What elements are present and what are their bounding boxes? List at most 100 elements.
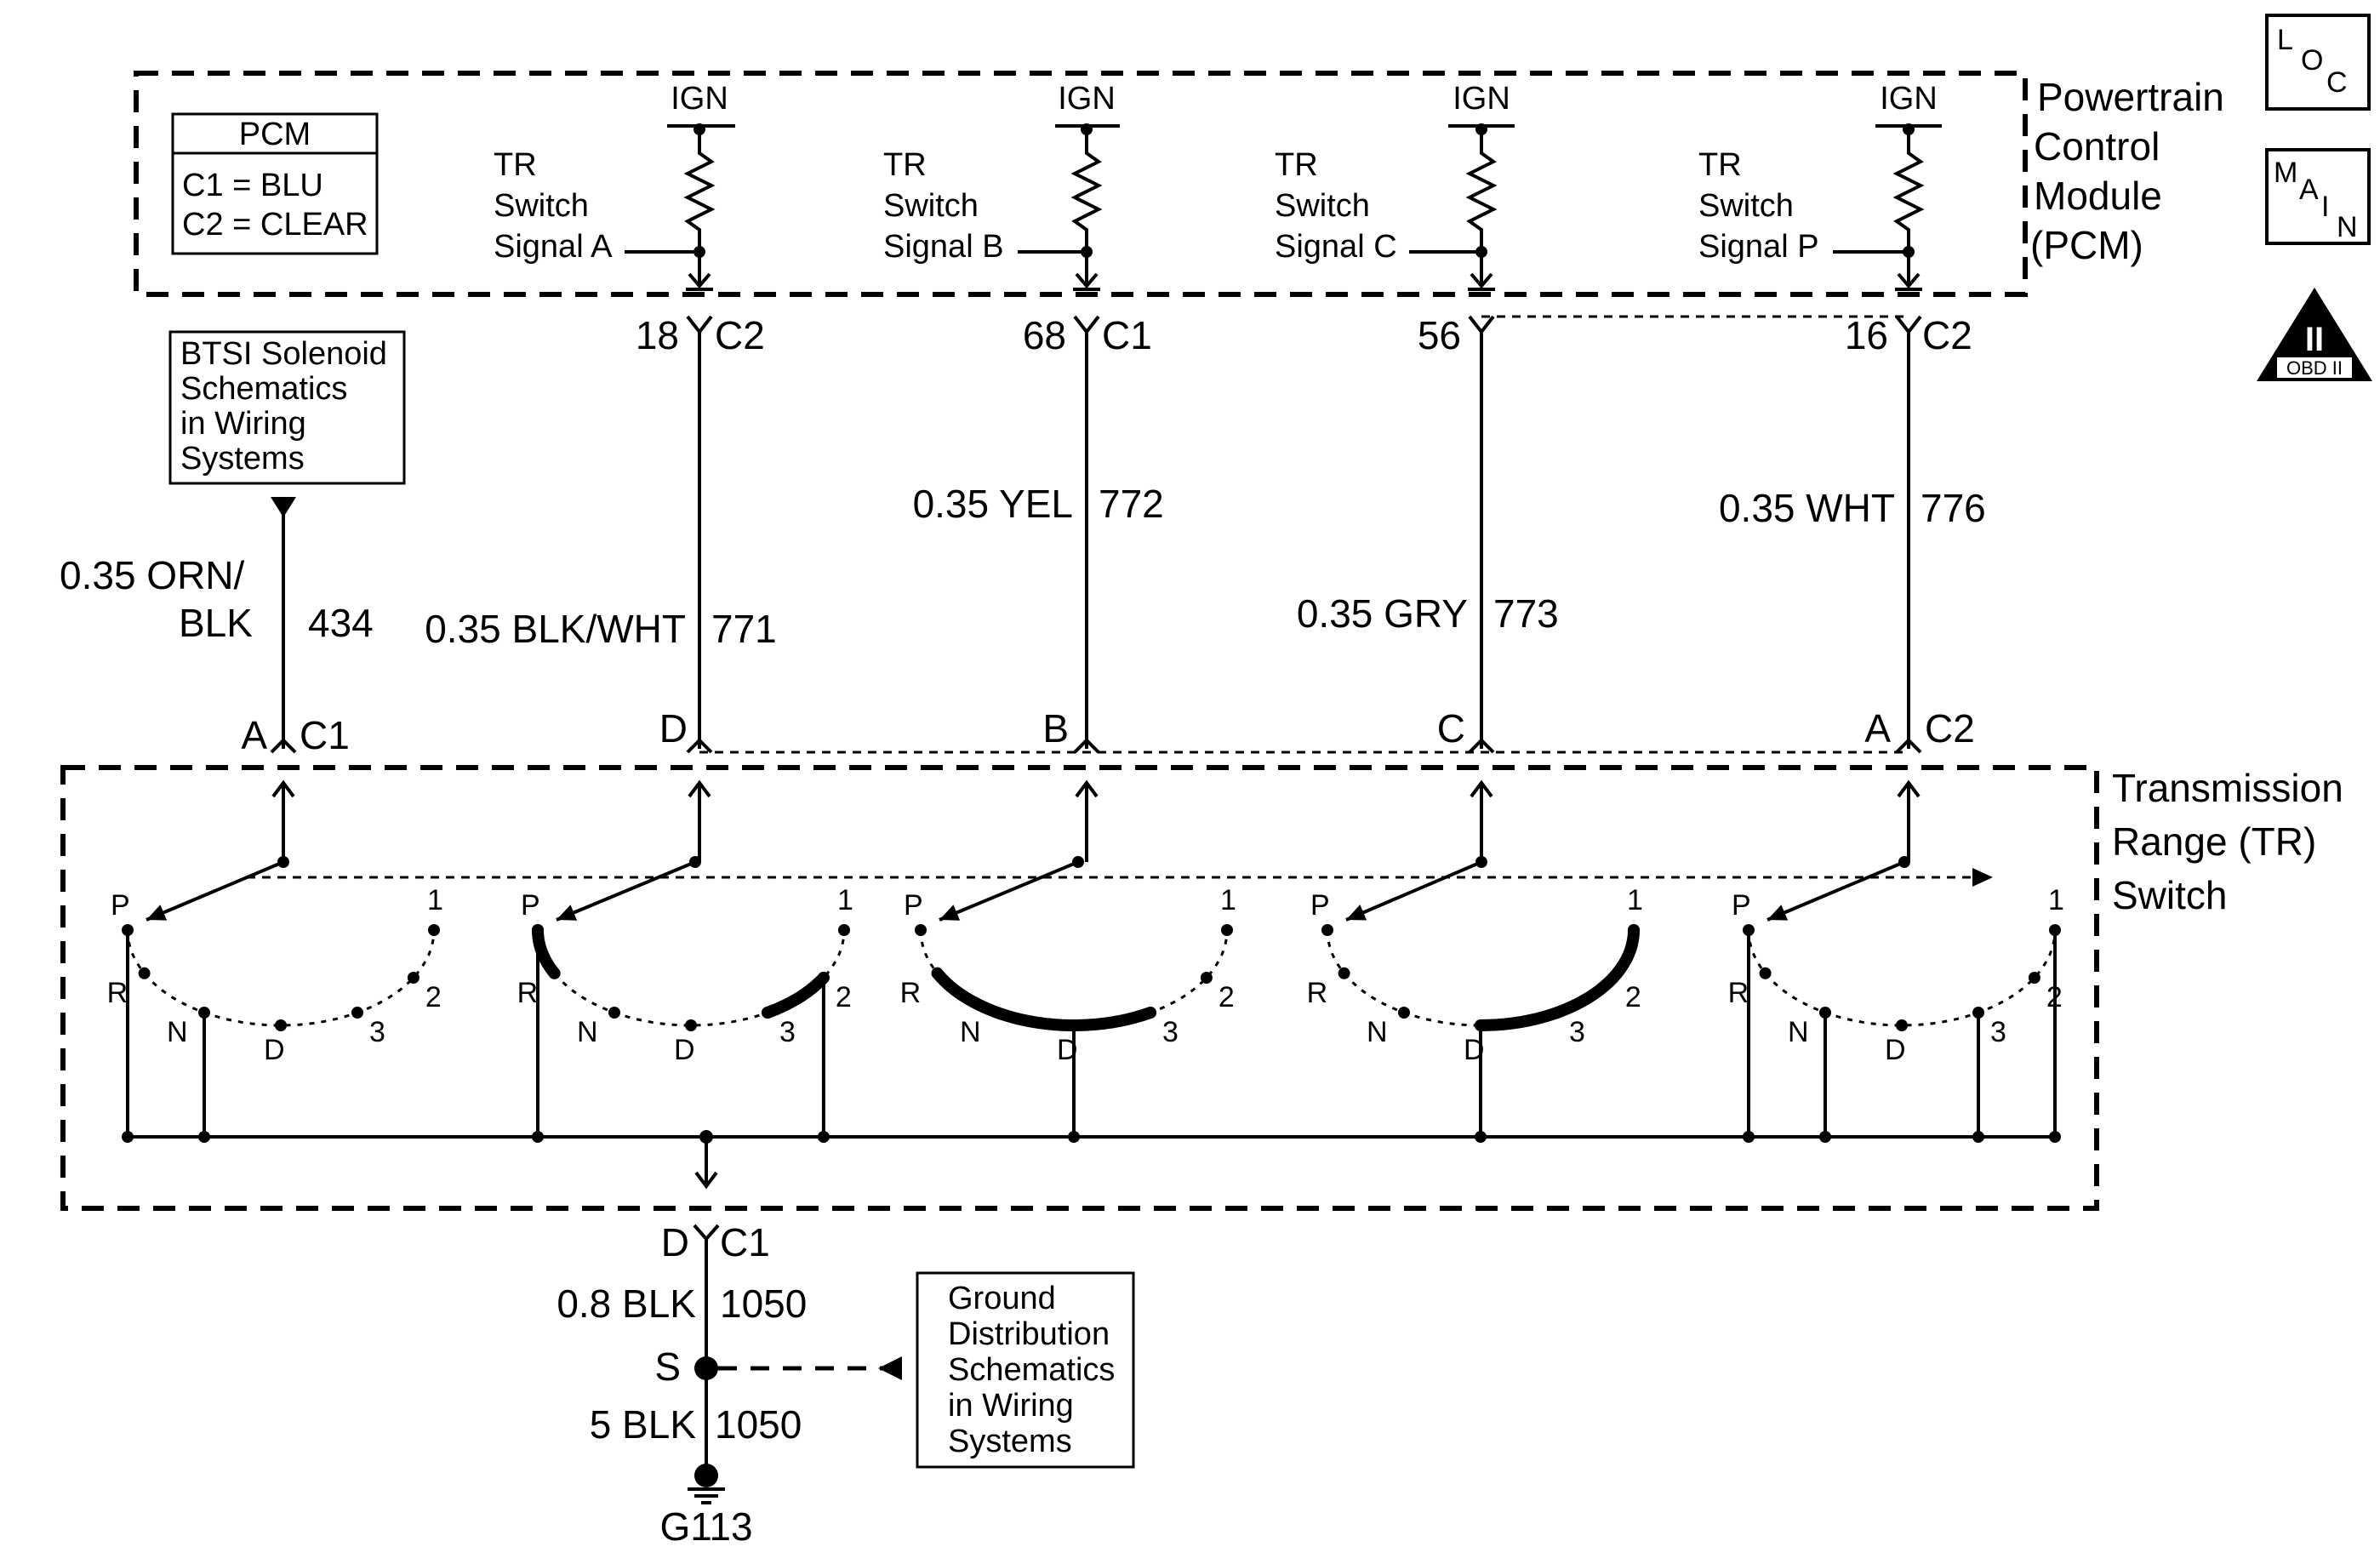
svg-text:1050: 1050: [715, 1402, 802, 1447]
svg-text:18: 18: [636, 313, 679, 357]
svg-text:434: 434: [308, 601, 374, 645]
svg-text:C1: C1: [300, 713, 350, 757]
position-label-3: 3: [779, 1016, 796, 1048]
detent-dot: [548, 967, 561, 979]
svg-text:Signal B: Signal B: [883, 229, 1004, 265]
detent-dot: [1551, 1007, 1563, 1019]
svg-text:Control: Control: [2034, 124, 2160, 168]
detent-dot: [428, 924, 440, 936]
detent-dot: [1221, 924, 1233, 936]
svg-text:in Wiring: in Wiring: [180, 406, 306, 442]
svg-text:S: S: [654, 1344, 681, 1389]
position-label-1: 1: [837, 884, 853, 916]
detent-dot: [351, 1007, 363, 1019]
svg-text:BLK: BLK: [179, 601, 253, 645]
svg-text:C1: C1: [1102, 313, 1152, 357]
pullup-resistor-a: [625, 123, 735, 291]
mechanical-linkage: [247, 868, 1993, 887]
position-label-2: 2: [425, 981, 442, 1013]
detent-dot: [1144, 1007, 1156, 1019]
closed-contact: [762, 972, 830, 1019]
signal-b-group: TR Switch Signal B IGN: [883, 81, 1116, 265]
detent-dot: [138, 967, 151, 979]
signal-c-group: TR Switch Signal C IGN: [1275, 81, 1510, 265]
svg-text:68: 68: [1023, 313, 1066, 357]
position-label-R: R: [1307, 977, 1328, 1009]
detent-dot: [1628, 924, 1640, 936]
position-label-R: R: [517, 977, 539, 1009]
ign-label: IGN: [671, 81, 728, 117]
wire-labels: 0.35 BLK/WHT 771 0.35 YEL 772 0.35 GRY 7…: [60, 482, 1986, 651]
svg-text:0.35 ORN/: 0.35 ORN/: [60, 553, 245, 597]
svg-text:TR: TR: [1275, 147, 1318, 183]
svg-text:A: A: [241, 713, 267, 757]
svg-text:Switch: Switch: [1275, 188, 1370, 224]
position-label-N: N: [1367, 1016, 1388, 1048]
pcm-legend-c2: C2 = CLEAR: [182, 207, 368, 243]
svg-text:(PCM): (PCM): [2030, 223, 2143, 267]
svg-text:Range (TR): Range (TR): [2112, 819, 2316, 864]
svg-text:Signal A: Signal A: [494, 229, 613, 265]
svg-text:TR: TR: [1698, 147, 1742, 183]
detent-dot: [931, 967, 944, 979]
pullup-resistor-c: [1409, 123, 1515, 291]
detent-dot: [1321, 924, 1333, 936]
position-label-1: 1: [1627, 884, 1643, 916]
detent-dot: [1200, 972, 1213, 984]
closed-contact: [931, 967, 1156, 1032]
svg-text:0.35 BLK/WHT: 0.35 BLK/WHT: [425, 607, 686, 651]
svg-text:M: M: [2274, 157, 2297, 189]
position-label-N: N: [577, 1016, 598, 1048]
svg-text:776: 776: [1921, 486, 1986, 530]
position-label-1: 1: [1220, 884, 1236, 916]
btsi-reference-box: BTSI Solenoid Schematics in Wiring Syste…: [168, 330, 406, 517]
svg-text:TR: TR: [494, 147, 537, 183]
svg-text:0.8 BLK: 0.8 BLK: [556, 1281, 696, 1326]
ign-label: IGN: [1058, 81, 1116, 117]
position-label-3: 3: [1569, 1016, 1585, 1048]
tr-switch-box-outline: [60, 765, 2099, 1211]
svg-text:Schematics: Schematics: [948, 1352, 1115, 1388]
position-label-P: P: [1310, 889, 1330, 922]
main-icon: M A I N: [2265, 148, 2371, 245]
svg-text:Transmission: Transmission: [2112, 766, 2343, 810]
ground-wire-labels: 0.8 BLK 1050 S 5 BLK 1050: [556, 1281, 807, 1447]
position-label-3: 3: [369, 1016, 385, 1048]
contact-arm: [146, 860, 284, 922]
svg-text:Switch: Switch: [883, 188, 979, 224]
detent-dot: [608, 1007, 620, 1019]
position-label-D: D: [264, 1034, 285, 1066]
detent-dot: [762, 1007, 773, 1019]
position-label-R: R: [900, 977, 922, 1009]
pcm-connector-pins: 18 C2 68 C1 56 16 C2: [636, 313, 1972, 357]
svg-text:Powertrain: Powertrain: [2037, 75, 2224, 119]
svg-text:0.35 GRY: 0.35 GRY: [1297, 591, 1468, 636]
ign-label: IGN: [1453, 81, 1510, 117]
svg-text:Systems: Systems: [948, 1424, 1072, 1459]
contact-arm: [1766, 860, 1905, 922]
svg-text:1050: 1050: [720, 1281, 807, 1326]
detent-dot: [1338, 967, 1350, 979]
svg-text:Signal P: Signal P: [1698, 229, 1819, 265]
contact-arm: [1345, 860, 1482, 922]
ground-reference-box: Ground Distribution Schematics in Wiring…: [916, 1271, 1135, 1469]
tr-connector-pins: A C1 D B C A C2: [241, 706, 1975, 757]
svg-text:56: 56: [1418, 313, 1461, 357]
position-label-2: 2: [1219, 981, 1235, 1013]
svg-text:C2: C2: [1922, 313, 1972, 357]
detent-dot: [1607, 972, 1619, 984]
svg-text:Module: Module: [2034, 174, 2162, 218]
svg-text:A: A: [1864, 706, 1891, 751]
svg-text:C: C: [2326, 66, 2348, 99]
svg-text:Distribution: Distribution: [948, 1316, 1110, 1352]
svg-text:Systems: Systems: [180, 441, 305, 477]
pcm-legend: PCM C1 = BLU C2 = CLEAR: [171, 112, 379, 255]
svg-text:5 BLK: 5 BLK: [590, 1402, 697, 1447]
detent-dot: [915, 924, 927, 936]
svg-text:0.35 YEL: 0.35 YEL: [913, 482, 1073, 526]
ground-connector: D C1: [661, 1220, 770, 1264]
